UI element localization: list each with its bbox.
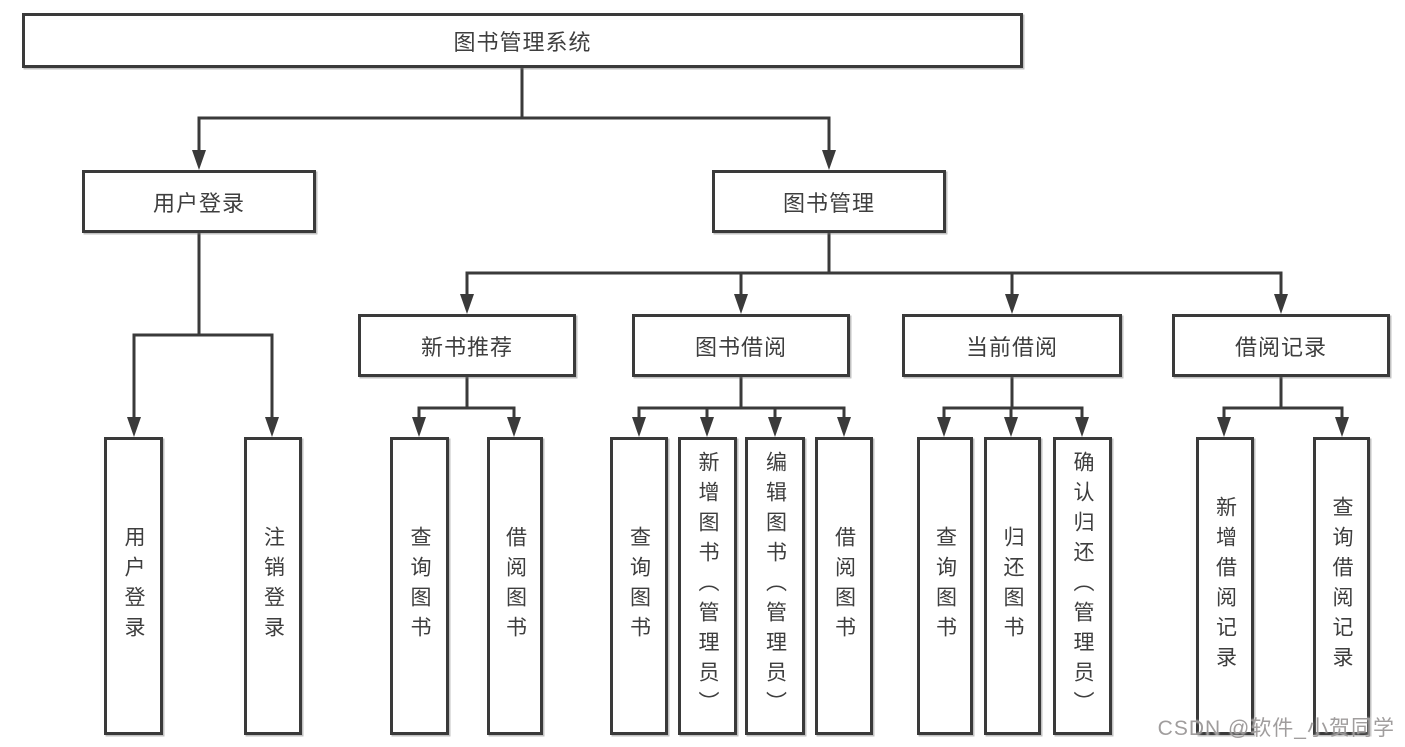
arrow-down-icon <box>837 417 851 437</box>
leaf-logout: 注销登录 <box>244 437 302 735</box>
leaf-add-borrow-record: 新增借阅记录 <box>1196 437 1254 735</box>
node-label: 图书管理系统 <box>453 29 592 55</box>
arrow-down-icon <box>822 150 836 170</box>
leaf-query-books-borrow: 查询图书 <box>610 437 668 735</box>
node-label: 借阅图书 <box>832 526 856 646</box>
arrow-down-icon <box>192 150 206 170</box>
arrow-down-icon <box>127 417 141 437</box>
node-library-management-system: 图书管理系统 <box>22 13 1023 68</box>
node-label: 查询图书 <box>933 526 957 646</box>
node-label: 用户登录 <box>122 526 145 646</box>
arrow-down-icon <box>1004 417 1018 437</box>
node-label: 借阅记录 <box>1234 334 1327 360</box>
node-borrow-records: 借阅记录 <box>1172 314 1390 377</box>
node-label: 当前借阅 <box>965 334 1058 360</box>
leaf-query-books-current: 查询图书 <box>917 437 973 735</box>
leaf-query-books-recommend: 查询图书 <box>390 437 449 735</box>
leaf-user-login: 用户登录 <box>104 437 163 735</box>
node-new-book-recommend: 新书推荐 <box>358 314 576 377</box>
node-label: 新增借阅记录 <box>1213 496 1237 676</box>
node-label: 图书管理 <box>782 190 875 216</box>
leaf-borrow-books-recommend: 借阅图书 <box>487 437 543 735</box>
node-label: 确认归还（管理员） <box>1071 451 1094 721</box>
node-user-login: 用户登录 <box>82 170 316 233</box>
arrow-down-icon <box>1075 417 1089 437</box>
node-label: 编辑图书（管理员） <box>763 451 787 721</box>
arrow-down-icon <box>507 417 521 437</box>
arrow-down-icon <box>412 417 426 437</box>
node-label: 用户登录 <box>152 190 245 216</box>
node-book-management: 图书管理 <box>712 170 946 233</box>
leaf-add-books-admin: 新增图书（管理员） <box>678 437 737 735</box>
arrow-down-icon <box>1005 294 1019 314</box>
leaf-confirm-return-admin: 确认归还（管理员） <box>1053 437 1112 735</box>
node-label: 注销登录 <box>261 526 285 646</box>
node-book-borrow: 图书借阅 <box>632 314 850 377</box>
leaf-query-borrow-record: 查询借阅记录 <box>1313 437 1370 735</box>
leaf-borrow-books: 借阅图书 <box>815 437 873 735</box>
node-label: 归还图书 <box>1001 526 1024 646</box>
node-current-borrow: 当前借阅 <box>902 314 1122 377</box>
node-label: 图书借阅 <box>694 334 787 360</box>
arrow-down-icon <box>734 294 748 314</box>
node-label: 新增图书（管理员） <box>696 451 719 721</box>
node-label: 查询图书 <box>627 526 651 646</box>
leaf-return-books: 归还图书 <box>984 437 1041 735</box>
arrow-down-icon <box>768 417 782 437</box>
node-label: 新书推荐 <box>420 334 513 360</box>
node-label: 借阅图书 <box>503 526 527 646</box>
node-label: 查询图书 <box>408 526 431 646</box>
arrow-down-icon <box>265 417 279 437</box>
arrow-down-icon <box>937 417 951 437</box>
arrow-down-icon <box>460 294 474 314</box>
watermark-text: CSDN @软件_小贺同学 <box>1157 717 1395 740</box>
arrow-down-icon <box>1217 417 1231 437</box>
node-label: 查询借阅记录 <box>1330 496 1353 676</box>
arrow-down-icon <box>1274 294 1288 314</box>
arrow-down-icon <box>1335 417 1349 437</box>
arrow-down-icon <box>632 417 646 437</box>
leaf-edit-books-admin: 编辑图书（管理员） <box>745 437 805 735</box>
arrow-down-icon <box>700 417 714 437</box>
